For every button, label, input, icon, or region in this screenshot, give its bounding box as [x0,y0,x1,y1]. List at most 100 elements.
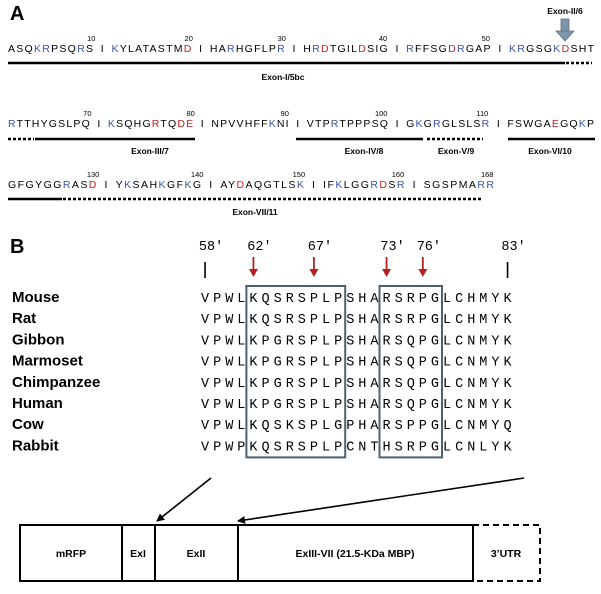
residue: K [503,313,512,328]
residue: P [213,398,221,413]
residue-number: 10 [87,34,95,43]
residue: C [455,313,463,328]
residue: R [407,440,415,455]
residue: Y [491,334,499,349]
construct-exon-3-7: ExIII-VII (21.5-KDa MBP) [295,548,414,560]
residue: H [382,440,390,455]
residue: P [419,356,427,371]
residue: H [358,398,366,413]
residue: Y [491,398,499,413]
residue: G [431,356,439,371]
residue: A [370,377,379,392]
residue: L [237,313,245,328]
residue: P [334,292,342,307]
residue: P [310,419,318,434]
residue: P [419,313,427,328]
species-name: Rabbit [12,437,59,454]
residue: S [298,313,306,328]
residue: A [370,398,379,413]
residue: L [443,292,451,307]
residue: Q [261,292,269,307]
residue: M [479,377,487,392]
species-name: Chimpanzee [12,374,100,391]
residue: P [213,334,221,349]
residue: R [286,377,294,392]
residue: L [237,398,245,413]
residue: K [249,398,258,413]
residue: S [298,419,306,434]
residue-number: 30 [278,34,286,43]
residue: L [237,292,245,307]
residue: S [298,440,306,455]
residue: L [237,377,245,392]
residue: C [455,356,463,371]
residue: Q [407,398,415,413]
residue: R [286,398,294,413]
residue: S [346,334,354,349]
residue: Y [491,419,499,434]
residue: L [322,377,330,392]
residue: K [503,440,512,455]
residue: L [237,419,245,434]
residue: Q [503,419,511,434]
residue: N [467,440,475,455]
residue: N [358,440,366,455]
construct-diagram: mRFP ExI ExII ExIII-VII (21.5-KDa MBP) 3… [19,524,541,582]
residue: A [370,313,379,328]
residue: R [382,313,390,328]
residue: V [201,313,210,328]
exon-label-5: Exon-V/9 [438,146,475,156]
residue: G [431,334,439,349]
residue: V [201,419,210,434]
residue: L [237,334,245,349]
residue: P [213,356,221,371]
species-name: Mouse [12,289,60,306]
residue: W [225,313,234,328]
residue: K [249,334,258,349]
residue: S [298,334,306,349]
residue: K [286,419,295,434]
residue: P [213,440,221,455]
residue: S [274,313,282,328]
species-name: Marmoset [12,353,83,370]
residue: S [346,292,354,307]
residue: R [407,313,415,328]
residue: S [395,377,403,392]
position-label: 58′ [199,240,223,255]
residue: P [261,398,269,413]
motif-box-right [378,285,443,459]
exon-label-4: Exon-IV/8 [345,146,384,156]
residue: M [479,419,487,434]
exon-label-3: Exon-III/7 [131,146,169,156]
residue: H [358,292,366,307]
residue: C [455,440,463,455]
residue: R [286,313,294,328]
residue: M [479,292,487,307]
residue: M [479,356,487,371]
position-markers: 58′62′67′73′76′83′ [199,240,526,278]
residue-number: 40 [379,34,387,43]
residue: L [322,398,330,413]
residue: P [419,292,427,307]
panel-a: A ASQKRPSQRS I KYLATASTMD I HARHGFLPR I … [8,3,595,217]
position-arrow-icon [248,257,258,277]
residue: K [503,334,512,349]
residue: G [431,398,439,413]
residue: S [298,356,306,371]
residue: P [213,419,221,434]
residue: V [201,356,210,371]
residue: P [261,334,269,349]
position-label: 83′ [501,240,525,255]
residue: S [346,377,354,392]
species-name: Cow [12,416,44,433]
motif-box-left [245,285,347,459]
residue: M [479,334,487,349]
residue: P [419,334,427,349]
residue-number: 50 [482,34,490,43]
